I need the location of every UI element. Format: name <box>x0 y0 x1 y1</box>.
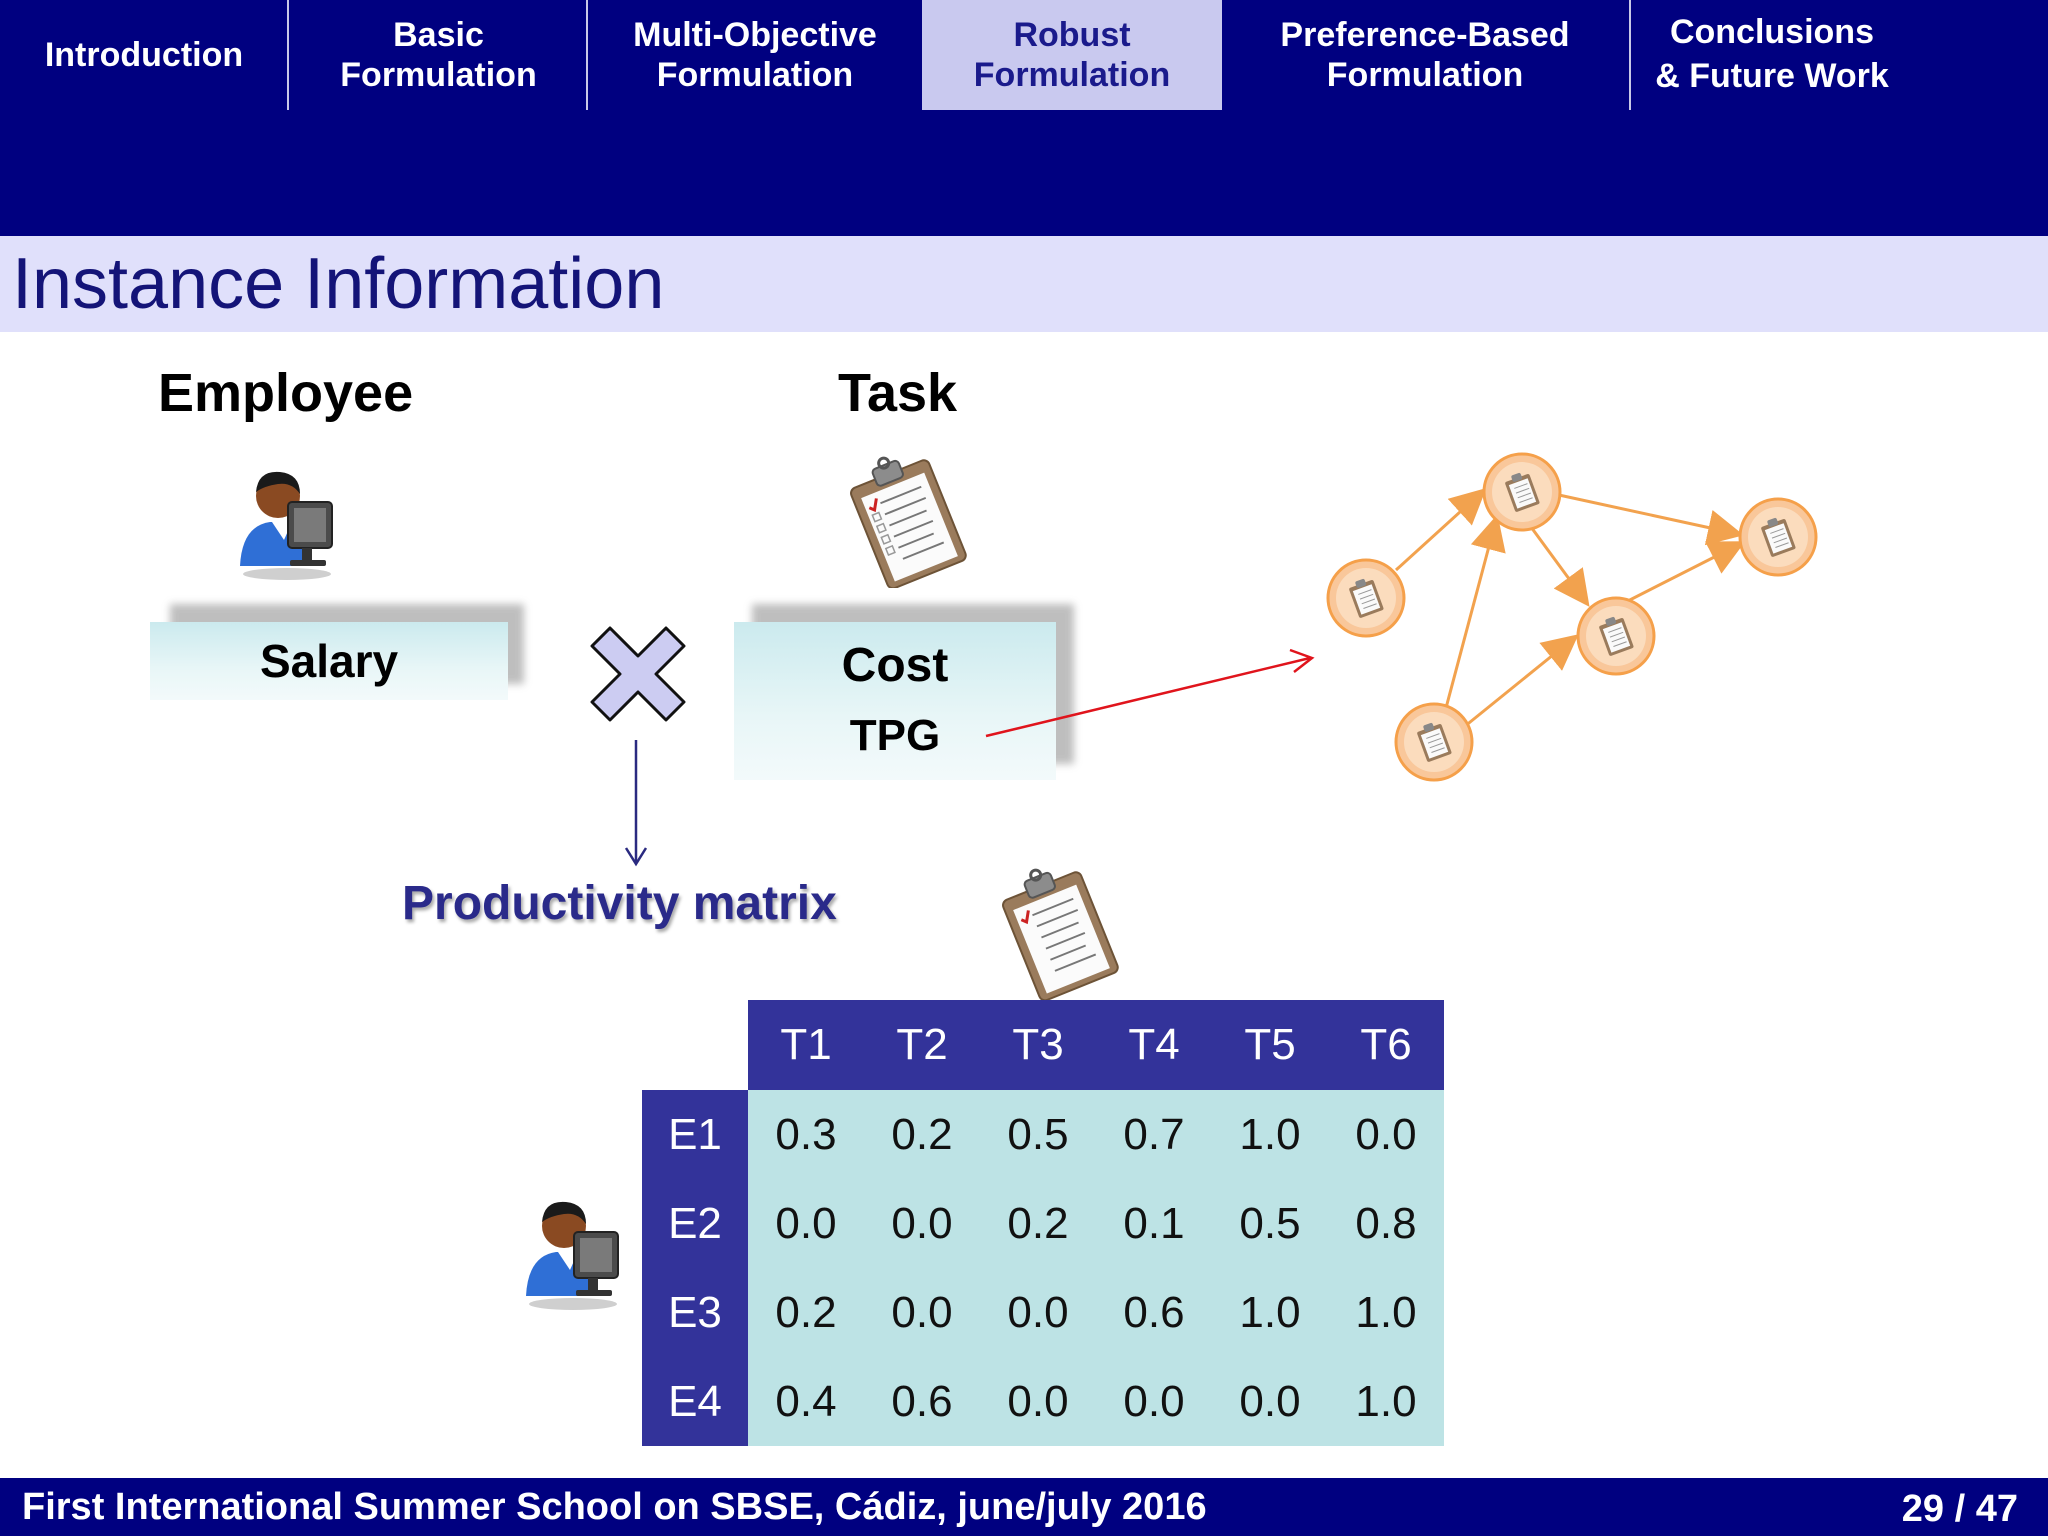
footer-text: First International Summer School on SBS… <box>22 1486 1207 1528</box>
matrix-cell: 0.0 <box>1239 1376 1301 1426</box>
employee-at-computer-icon <box>240 471 333 580</box>
cross-multiply-icon <box>590 626 686 722</box>
task-heading: Task <box>838 363 958 423</box>
tab-conclusions-future-work[interactable]: Conclusions & Future Work <box>1632 0 1912 110</box>
tab-label: Multi-Objective Formulation <box>633 16 877 94</box>
salary-box: Salary <box>150 622 508 700</box>
graph-node <box>1738 497 1818 577</box>
matrix-cell: 0.0 <box>1123 1376 1185 1426</box>
matrix-cell: 0.2 <box>891 1109 953 1159</box>
tab-label: Conclusions & Future Work <box>1655 13 1889 95</box>
matrix-column-header: T2 <box>896 1020 948 1069</box>
clipboard-checklist-icon <box>850 456 967 588</box>
salary-label: Salary <box>259 635 399 687</box>
matrix-row-header: E1 <box>668 1109 722 1159</box>
tab-multi-objective-formulation[interactable]: Multi-Objective Formulation <box>589 0 921 110</box>
tab-basic-formulation[interactable]: Basic Formulation <box>290 0 587 110</box>
matrix-cell: 0.0 <box>1007 1287 1069 1337</box>
footer-bar <box>0 1478 2048 1536</box>
matrix-cell: 0.1 <box>1123 1198 1185 1248</box>
employee-at-computer-icon <box>526 1201 619 1310</box>
page-total: / 47 <box>1954 1488 2018 1530</box>
matrix-header-bg <box>748 1000 1444 1090</box>
tab-robust-formulation[interactable]: Robust Formulation <box>922 0 1222 110</box>
title-bar <box>0 236 2048 332</box>
clipboard-checklist-icon <box>1002 868 1119 1000</box>
matrix-row-header: E3 <box>668 1287 722 1337</box>
matrix-cell: 0.2 <box>1007 1198 1069 1248</box>
tab-introduction[interactable]: Introduction <box>0 0 288 110</box>
matrix-row-header: E4 <box>668 1376 722 1426</box>
matrix-cell: 0.0 <box>1007 1376 1069 1426</box>
graph-node <box>1482 452 1562 532</box>
matrix-cell: 0.0 <box>775 1198 837 1248</box>
matrix-cell: 0.3 <box>775 1109 837 1159</box>
matrix-cell: 1.0 <box>1239 1287 1301 1337</box>
tab-preference-based-formulation[interactable]: Preference-Based Formulation <box>1222 0 1628 110</box>
matrix-column-header: T4 <box>1128 1020 1180 1069</box>
cost-label: Cost <box>841 639 949 692</box>
page-current: 29 <box>1901 1488 1945 1530</box>
matrix-cell: 0.6 <box>891 1376 953 1426</box>
down-arrow <box>624 740 648 867</box>
matrix-cell: 0.5 <box>1239 1198 1301 1248</box>
graph-node <box>1326 558 1406 638</box>
tab-label: Robust Formulation <box>973 16 1171 94</box>
tpg-arrow <box>985 648 1315 738</box>
graph-node <box>1576 596 1656 676</box>
matrix-row-header-bg <box>642 1090 748 1446</box>
matrix-cell: 1.0 <box>1239 1109 1301 1159</box>
tab-label: Introduction <box>44 36 244 74</box>
tab-divider <box>586 0 588 110</box>
matrix-cell: 1.0 <box>1355 1287 1417 1337</box>
tab-divider <box>1629 0 1631 110</box>
matrix-cell: 0.2 <box>775 1287 837 1337</box>
employee-heading: Employee <box>158 363 414 423</box>
matrix-column-header: T5 <box>1244 1020 1296 1069</box>
tpg-label: TPG <box>849 711 941 760</box>
matrix-body-bg <box>748 1090 1444 1446</box>
productivity-matrix-label: Productivity matrix <box>402 877 837 930</box>
matrix-column-header: T3 <box>1012 1020 1064 1069</box>
matrix-cell: 0.6 <box>1123 1287 1185 1337</box>
matrix-cell: 0.4 <box>775 1376 837 1426</box>
tab-divider <box>287 0 289 110</box>
slide-title: Instance Information <box>12 244 665 324</box>
matrix-cell: 0.0 <box>1355 1109 1417 1159</box>
matrix-cell: 0.0 <box>891 1198 953 1248</box>
matrix-column-header: T1 <box>780 1020 832 1069</box>
matrix-cell: 0.7 <box>1123 1109 1185 1159</box>
top-navigation-bar: Introduction Basic Formulation Multi-Obj… <box>0 0 2048 236</box>
matrix-cell: 0.5 <box>1007 1109 1069 1159</box>
cost-tpg-box: Cost TPG <box>734 622 1056 780</box>
task-precedence-graph <box>1326 452 1818 782</box>
matrix-cell: 1.0 <box>1355 1376 1417 1426</box>
graph-node <box>1394 702 1474 782</box>
tab-label: Preference-Based Formulation <box>1280 16 1570 94</box>
matrix-row-header: E2 <box>668 1198 722 1248</box>
tab-label: Basic Formulation <box>340 16 537 94</box>
page-number: 29 / 47 <box>1902 1478 2018 1536</box>
matrix-cell: 0.8 <box>1355 1198 1417 1248</box>
matrix-cell: 0.0 <box>891 1287 953 1337</box>
matrix-column-header: T6 <box>1360 1020 1412 1069</box>
